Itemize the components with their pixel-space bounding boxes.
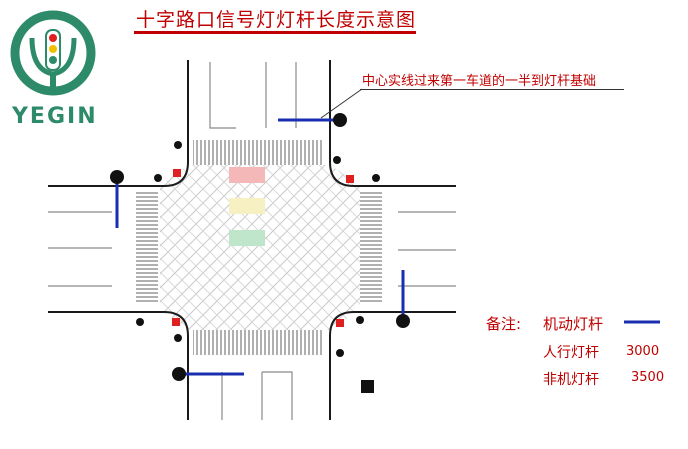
signal-green-block: [229, 230, 265, 246]
legend-nonmotor-label: 非机灯杆: [543, 372, 599, 388]
intersection-hatch: [160, 165, 360, 330]
annotation-leader: [320, 88, 363, 119]
vehicle-pole-arms: [115, 118, 405, 376]
diagram-title: 十字路口信号灯灯杆长度示意图: [136, 9, 417, 31]
crosswalk-east: [360, 190, 382, 302]
yegin-logo-icon: [10, 10, 96, 96]
title-underline: [134, 31, 416, 34]
road-edges: [48, 60, 456, 420]
signal-red-block: [229, 167, 265, 183]
legend-title: 备注:: [486, 315, 522, 333]
crosswalk-west: [136, 190, 158, 302]
annotation-underline: [360, 89, 624, 90]
legend-vehicle-label: 机动灯杆: [543, 315, 604, 333]
red-markers: [172, 169, 354, 327]
crosswalk-north: [193, 140, 323, 165]
pedestrian-pole-bases: [136, 141, 380, 357]
logo-wordmark: YEGIN: [12, 104, 98, 129]
legend-pedestrian-value: 3000: [626, 344, 660, 359]
sidewalk-lines: [48, 62, 456, 420]
cabinet-square: [361, 380, 374, 393]
legend-nonmotor-value: 3500: [631, 370, 665, 385]
signal-yellow-block: [229, 198, 265, 214]
crosswalk-south: [193, 330, 323, 355]
legend-pedestrian-label: 人行灯杆: [543, 345, 599, 361]
annotation-text: 中心实线过来第一车道的一半到灯杆基础: [362, 74, 597, 89]
vehicle-pole-bases: [110, 113, 410, 381]
